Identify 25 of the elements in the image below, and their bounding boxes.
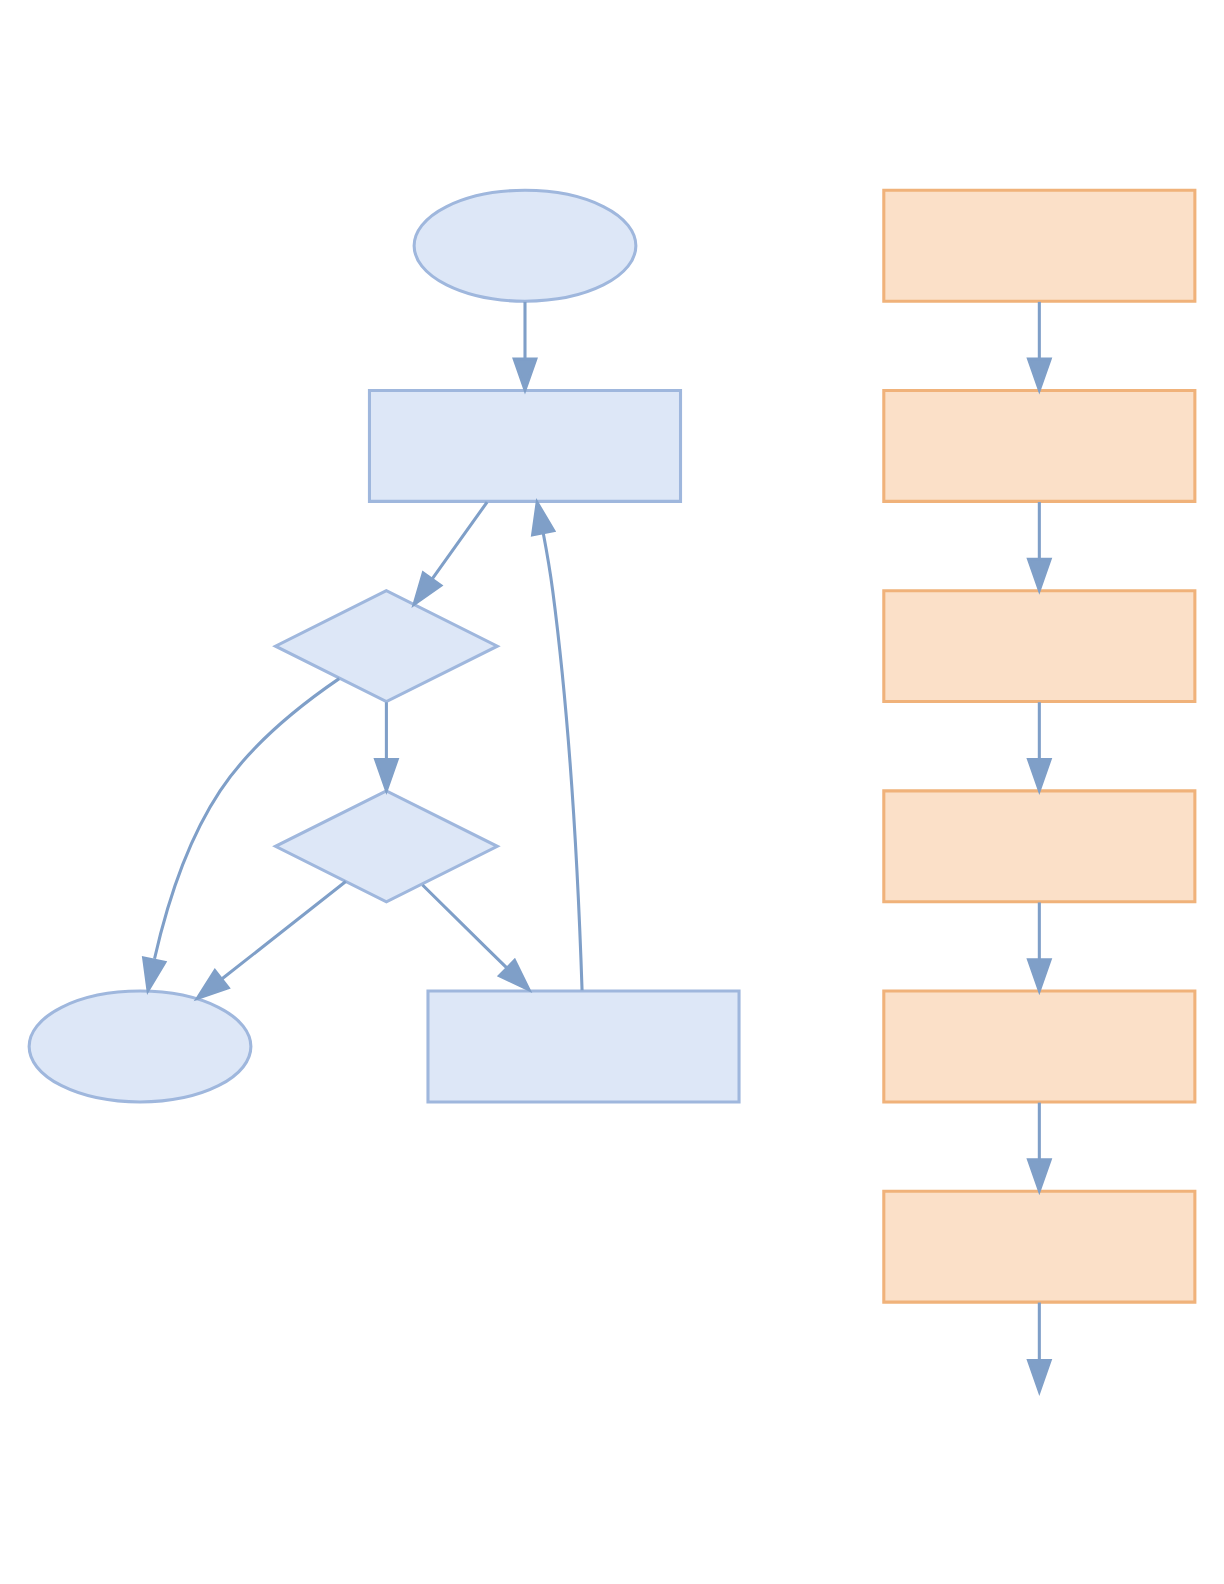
node-diamond [272,588,501,704]
arrow [512,301,538,395]
arrow [373,702,400,795]
arrow [141,677,341,995]
arrow [1026,1302,1053,1396]
node-box [882,989,1197,1104]
arrow [1026,902,1053,996]
node-box [882,188,1197,303]
node-diamond [272,789,501,904]
node-box [426,989,741,1104]
arrow [411,501,489,609]
node-box [882,388,1197,503]
arrow [193,880,347,1002]
arrow [530,498,584,991]
arrow [1026,301,1053,395]
arrow [421,883,533,994]
arrow [1026,1102,1053,1196]
node-box [882,789,1197,904]
node-box [367,388,683,503]
node-ellipse [27,989,253,1104]
arrow [1026,702,1053,795]
node-box [882,589,1197,704]
arrow [1026,502,1053,595]
node-box [882,1189,1197,1304]
node-ellipse [412,188,638,303]
